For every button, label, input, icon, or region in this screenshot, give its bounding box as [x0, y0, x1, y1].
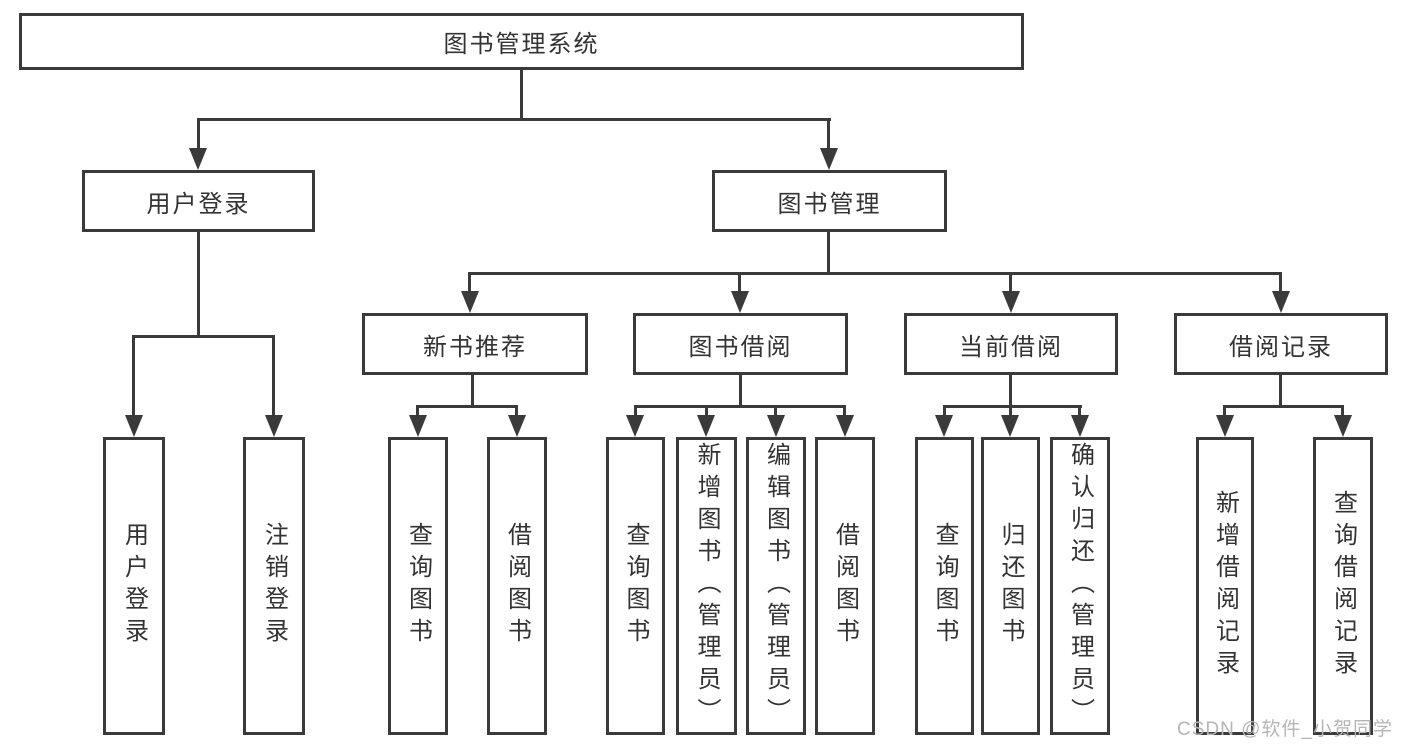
connector-arrow — [461, 291, 479, 313]
leaf-query-books-borrow: 查询图书 — [606, 437, 665, 735]
leaf-borrow-books: 借阅图书 — [815, 437, 875, 735]
node-library-management-system: 图书管理系统 — [19, 13, 1024, 70]
connector-arrow — [1071, 415, 1089, 437]
leaf-query-books-current: 查询图书 — [915, 437, 974, 735]
connector-line — [416, 405, 419, 417]
connector-line — [468, 272, 471, 293]
connector-arrow — [1334, 415, 1352, 437]
connector-line — [1078, 405, 1081, 417]
connector-arrow — [626, 415, 644, 437]
connector-arrow — [1002, 291, 1020, 313]
connector-arrow — [125, 415, 143, 437]
connector-arrow — [265, 415, 283, 437]
connector-line — [1279, 272, 1282, 293]
connector-line — [705, 405, 708, 417]
leaf-edit-book-admin: 编辑图书（管理员） — [746, 437, 806, 735]
connector-line — [1009, 272, 1012, 293]
leaf-borrow-books-recommend: 借阅图书 — [487, 437, 547, 735]
leaf-add-book-admin: 新增图书（管理员） — [676, 437, 737, 735]
connector-line — [738, 272, 741, 293]
connector-line — [739, 375, 742, 405]
connector-arrow — [409, 415, 427, 437]
connector-line — [1223, 405, 1344, 408]
watermark: CSDN @软件_小贺同学 — [1177, 719, 1393, 740]
connector-line — [1223, 405, 1226, 417]
connector-line — [132, 335, 135, 417]
connector-arrow — [820, 148, 838, 170]
connector-arrow — [836, 415, 854, 437]
connector-line — [634, 405, 846, 408]
connector-line — [132, 335, 275, 338]
leaf-add-borrow-record: 新增借阅记录 — [1196, 437, 1254, 735]
connector-line — [634, 405, 637, 417]
leaf-query-books-recommend: 查询图书 — [388, 437, 448, 735]
connector-arrow — [189, 148, 207, 170]
connector-line — [471, 375, 474, 405]
leaf-user-login: 用户登录 — [103, 437, 165, 735]
leaf-return-book: 归还图书 — [981, 437, 1040, 735]
connector-line — [1009, 375, 1012, 405]
connector-arrow — [935, 415, 953, 437]
connector-line — [827, 118, 830, 150]
connector-line — [416, 405, 518, 408]
connector-line — [520, 70, 523, 118]
connector-arrow — [1216, 415, 1234, 437]
connector-line — [272, 335, 275, 417]
node-book-borrow: 图书借阅 — [633, 313, 848, 375]
connector-line — [197, 232, 200, 335]
connector-line — [827, 232, 830, 272]
leaf-logout: 注销登录 — [243, 437, 305, 735]
connector-arrow — [697, 415, 715, 437]
connector-line — [774, 405, 777, 417]
connector-line — [197, 118, 831, 121]
connector-line — [1341, 405, 1344, 417]
leaf-confirm-return-admin: 确认归还（管理员） — [1050, 437, 1110, 735]
connector-line — [197, 118, 200, 150]
connector-arrow — [508, 415, 526, 437]
connector-arrow — [731, 291, 749, 313]
connector-line — [943, 405, 946, 417]
node-user-login: 用户登录 — [82, 170, 315, 232]
node-borrow-records: 借阅记录 — [1174, 313, 1388, 375]
node-book-management: 图书管理 — [712, 170, 947, 232]
node-current-borrow: 当前借阅 — [904, 313, 1118, 375]
leaf-query-borrow-record: 查询借阅记录 — [1313, 437, 1373, 735]
connector-line — [1009, 405, 1012, 417]
connector-line — [943, 405, 1082, 408]
connector-arrow — [1272, 291, 1290, 313]
node-new-book-recommend: 新书推荐 — [362, 313, 588, 375]
connector-line — [1279, 375, 1282, 405]
connector-line — [515, 405, 518, 417]
connector-line — [468, 272, 1282, 275]
connector-arrow — [767, 415, 785, 437]
connector-line — [843, 405, 846, 417]
connector-arrow — [1001, 415, 1019, 437]
